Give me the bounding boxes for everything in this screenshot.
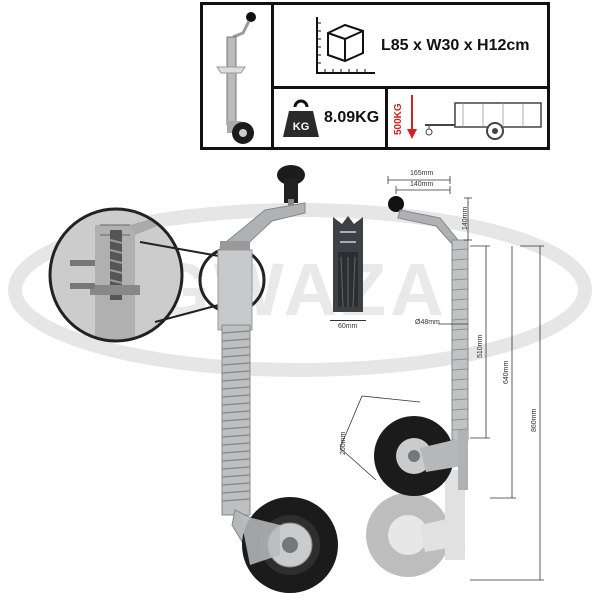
detail-zoom (48, 207, 184, 343)
jockey-wheel-main (217, 165, 338, 593)
clamp-detail (333, 216, 363, 312)
wheel-diameter-label: 200mm (340, 431, 347, 455)
weight-badge: KG (293, 121, 310, 133)
divider (271, 5, 274, 148)
package-dimensions-icon (316, 17, 375, 74)
height-510-label: 510mm (477, 334, 484, 358)
spec-panel: L85 x W30 x H12cm KG 8.09KG 500KG (200, 2, 550, 150)
height-860-label: 860mm (531, 408, 538, 432)
divider (273, 86, 548, 89)
trailer-icon (425, 102, 542, 140)
top-width-outer-label: 165mm (410, 170, 434, 177)
dim-line (330, 320, 366, 321)
dimension-drawing (340, 176, 544, 581)
tube-diameter-label: Ø48mm (415, 319, 440, 326)
weight-value: 8.09KG (324, 109, 380, 126)
weight-icon: KG (283, 99, 319, 137)
clamp-width-label: 60mm (338, 323, 358, 330)
package-dimensions: L85 x W30 x H12cm (381, 37, 530, 54)
jack-thumbnail (216, 12, 256, 144)
down-arrow-icon (407, 95, 417, 139)
divider (385, 88, 388, 148)
top-width-inner-label: 140mm (410, 181, 434, 188)
load-capacity: 500KG (393, 103, 404, 135)
top-height-label: 140mm (462, 206, 469, 230)
height-640-label: 640mm (503, 360, 510, 384)
